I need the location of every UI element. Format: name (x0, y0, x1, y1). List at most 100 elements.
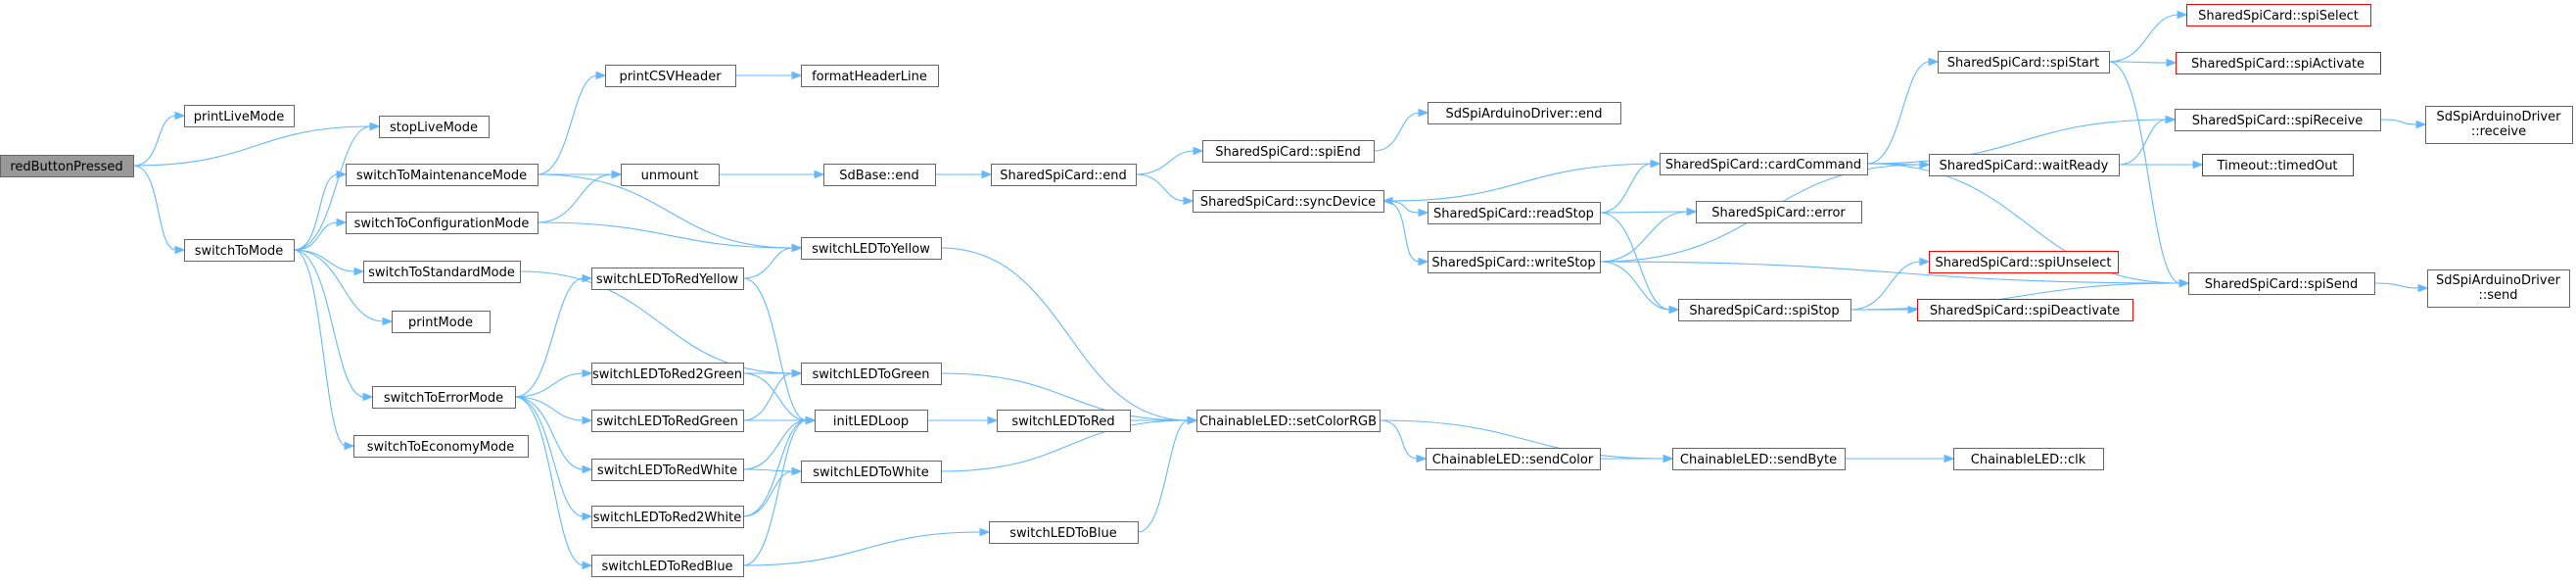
node-box (591, 363, 744, 385)
node-chainable-led-set-color-rgb[interactable]: ChainableLED::setColorRGB (1196, 410, 1381, 432)
edge-shared-spi-card-wait-ready-to-shared-spi-card-spi-receive (2118, 115, 2177, 166)
edge-shared-spi-card-spi-end-to-sd-spi-arduino-driver-end (1373, 108, 1429, 152)
edge-switch-to-mode-to-switch-to-maintenance-mode (293, 170, 348, 251)
node-shared-spi-card-spi-select[interactable]: SharedSpiCard::spiSelect (2186, 4, 2371, 26)
node-label: switchToMaintenanceMode (356, 169, 527, 183)
edge-shared-spi-card-spi-stop-to-shared-spi-card-spi-unselect (1850, 257, 1931, 311)
node-chainable-led-send-byte[interactable]: ChainableLED::sendByte (1672, 448, 1846, 470)
node-label: SharedSpiCard::spiStop (1689, 304, 1839, 318)
node-switch-led-to-green[interactable]: switchLEDToGreen (801, 363, 942, 385)
node-shared-spi-card-spi-start[interactable]: SharedSpiCard::spiStart (1938, 51, 2110, 73)
edge-switch-led-to-blue-to-chainable-led-set-color-rgb (1137, 415, 1198, 533)
node-red-button-pressed[interactable]: redButtonPressed (0, 155, 134, 177)
node-label: unmount (641, 169, 699, 183)
node-label: SharedSpiCard::error (1711, 206, 1846, 220)
node-chainable-led-send-color[interactable]: ChainableLED::sendColor (1426, 448, 1601, 470)
node-sd-spi-arduino-driver-send[interactable]: SdSpiArduinoDriver::send (2427, 269, 2570, 308)
node-sd-spi-arduino-driver-receive[interactable]: SdSpiArduinoDriver::receive (2425, 106, 2573, 144)
node-label: SharedSpiCard::spiSend (2205, 277, 2358, 292)
edge-print-csv-header-to-format-header-line (734, 71, 803, 80)
node-print-csv-header[interactable]: printCSVHeader (605, 65, 736, 87)
node-switch-led-to-red-white[interactable]: switchLEDToRedWhite (591, 459, 744, 481)
node-shared-spi-card-spi-receive[interactable]: SharedSpiCard::spiReceive (2175, 109, 2381, 131)
node-unmount[interactable]: unmount (621, 164, 720, 186)
node-box (801, 363, 942, 385)
node-label: SharedSpiCard::spiEnd (1215, 145, 1360, 160)
node-shared-spi-card-error[interactable]: SharedSpiCard::error (1696, 201, 1862, 223)
edge-switch-led-to-red-yellow-to-init-led-loop (742, 277, 817, 425)
node-format-header-line[interactable]: formatHeaderLine (801, 65, 939, 87)
node-switch-led-to-red2-green[interactable]: switchLEDToRed2Green (591, 363, 744, 385)
node-switch-led-to-red-green[interactable]: switchLEDToRedGreen (591, 410, 744, 432)
node-box (621, 164, 720, 186)
node-box (1660, 153, 1868, 175)
node-label: switchLEDToRedYellow (596, 272, 739, 287)
node-box (591, 555, 744, 577)
edge-switch-led-to-red-blue-to-switch-led-to-blue (742, 527, 991, 566)
node-box (1202, 140, 1375, 163)
edge-shared-spi-card-spi-receive-to-sd-spi-arduino-driver-receive (2379, 119, 2427, 129)
node-shared-spi-card-spi-deactivate[interactable]: SharedSpiCard::spiDeactivate (1917, 299, 2133, 321)
edge-shared-spi-card-spi-stop-to-shared-spi-card-spi-send (1850, 278, 2190, 311)
function-nodes: redButtonPressed printLiveMode stopLiveMod… (0, 4, 2573, 577)
node-label: printLiveMode (194, 110, 285, 124)
node-switch-led-to-yellow[interactable]: switchLEDToYellow (801, 237, 942, 260)
node-label: switchToStandardMode (368, 266, 515, 280)
node-label: ChainableLED::sendByte (1680, 453, 1837, 467)
node-shared-spi-card-spi-end[interactable]: SharedSpiCard::spiEnd (1202, 140, 1375, 163)
node-box (591, 268, 744, 290)
node-shared-spi-card-spi-send[interactable]: SharedSpiCard::spiSend (2188, 272, 2375, 295)
node-switch-to-economy-mode[interactable]: switchToEconomyMode (353, 435, 529, 458)
node-box (2186, 4, 2371, 26)
node-switch-led-to-white[interactable]: switchLEDToWhite (801, 461, 942, 483)
node-switch-to-maintenance-mode[interactable]: switchToMaintenanceMode (346, 164, 539, 186)
node-label: Timeout::timedOut (2216, 159, 2337, 173)
edge-sd-base-end-to-shared-spi-card-end (935, 170, 993, 179)
node-switch-led-to-red-blue[interactable]: switchLEDToRedBlue (591, 555, 744, 577)
node-switch-to-mode[interactable]: switchToMode (184, 239, 295, 262)
node-label: SharedSpiCard::spiUnselect (1935, 256, 2111, 270)
edge-shared-spi-card-write-stop-to-shared-spi-card-error (1599, 207, 1698, 263)
node-label: switchToConfigurationMode (354, 217, 530, 231)
node-init-led-loop[interactable]: initLEDLoop (815, 410, 928, 432)
node-label: SharedSpiCard::spiReceive (2192, 114, 2364, 128)
edge-init-led-loop-to-switch-led-to-red (926, 415, 999, 425)
edge-shared-spi-card-spi-start-to-shared-spi-card-spi-select (2108, 10, 2188, 63)
node-label: printMode (408, 316, 473, 330)
node-box (184, 105, 295, 127)
node-switch-led-to-red[interactable]: switchLEDToRed (997, 410, 1131, 432)
node-box (2427, 269, 2570, 308)
node-switch-led-to-red-yellow[interactable]: switchLEDToRedYellow (591, 268, 744, 290)
node-sd-base-end[interactable]: SdBase::end (823, 164, 936, 186)
node-switch-led-to-red2-white[interactable]: switchLEDToRed2White (591, 506, 744, 528)
node-shared-spi-card-spi-activate[interactable]: SharedSpiCard::spiActivate (2176, 52, 2381, 74)
node-shared-spi-card-read-stop[interactable]: SharedSpiCard::readStop (1428, 202, 1601, 224)
node-shared-spi-card-spi-stop[interactable]: SharedSpiCard::spiStop (1678, 299, 1851, 321)
node-shared-spi-card-card-command[interactable]: SharedSpiCard::cardCommand (1660, 153, 1868, 175)
node-chainable-led-clk[interactable]: ChainableLED::clk (1953, 448, 2104, 470)
node-print-live-mode[interactable]: printLiveMode (184, 105, 295, 127)
node-switch-to-standard-mode[interactable]: switchToStandardMode (363, 261, 521, 283)
node-label: SharedSpiCard::writeStop (1431, 256, 1595, 270)
edge-chainable-led-set-color-rgb-to-chainable-led-send-color (1379, 419, 1428, 463)
node-box (392, 311, 491, 333)
node-shared-spi-card-sync-device[interactable]: SharedSpiCard::syncDevice (1193, 190, 1384, 213)
node-stop-live-mode[interactable]: stopLiveMode (379, 116, 490, 138)
node-shared-spi-card-spi-unselect[interactable]: SharedSpiCard::spiUnselect (1929, 251, 2119, 273)
node-switch-to-configuration-mode[interactable]: switchToConfigurationMode (346, 212, 539, 234)
edge-switch-to-error-mode-to-switch-led-to-red-yellow (514, 273, 593, 398)
node-label-line: SdSpiArduinoDriver (2437, 110, 2562, 124)
node-shared-spi-card-write-stop[interactable]: SharedSpiCard::writeStop (1428, 251, 1601, 273)
node-switch-to-error-mode[interactable]: switchToErrorMode (372, 386, 516, 409)
node-shared-spi-card-wait-ready[interactable]: SharedSpiCard::waitReady (1929, 154, 2120, 176)
node-timeout-timed-out[interactable]: Timeout::timedOut (2202, 154, 2354, 176)
node-print-mode[interactable]: printMode (392, 311, 491, 333)
edge-shared-spi-card-end-to-shared-spi-card-sync-device (1135, 173, 1194, 206)
edge-switch-to-mode-to-switch-to-error-mode (293, 249, 374, 402)
node-switch-led-to-blue[interactable]: switchLEDToBlue (989, 521, 1139, 544)
edge-switch-to-error-mode-to-switch-led-to-red2-green (514, 368, 593, 398)
node-sd-spi-arduino-driver-end[interactable]: SdSpiArduinoDriver::end (1428, 102, 1621, 124)
node-shared-spi-card-end[interactable]: SharedSpiCard::end (991, 164, 1137, 186)
node-label: ChainableLED::sendColor (1432, 453, 1594, 467)
